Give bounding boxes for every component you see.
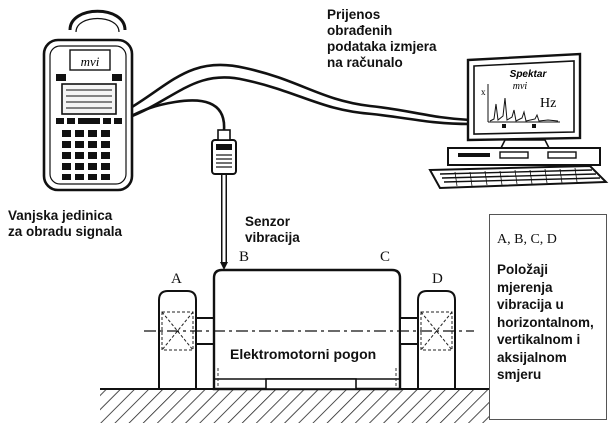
ground (100, 388, 490, 423)
point-d-label: D (432, 271, 443, 287)
legend-line: aksijalnom (497, 349, 567, 365)
external-unit-label: Vanjska jedinica za obradu signala (8, 208, 122, 240)
legend-line: vertikalnom i (497, 332, 581, 347)
motor-label: Elektromotorni pogon (230, 346, 377, 362)
bearing-a (158, 290, 197, 390)
vibration-sensor (211, 129, 237, 270)
transfer-label-line: na računalo (327, 55, 403, 70)
legend-heading: A, B, C, D (497, 232, 557, 247)
legend-text: Položaji mjerenja vibracija u horizontal… (497, 261, 594, 384)
transfer-label-line: Prijenos (327, 7, 381, 22)
monitor-title: Spektar (510, 69, 548, 80)
bearing-d (417, 290, 456, 390)
sensor-label-line: Senzor (245, 214, 291, 229)
signal-unit: mvi (42, 9, 134, 192)
sensor-label: Senzor vibracija (245, 214, 300, 246)
legend-line: Položaji (497, 262, 549, 277)
point-c-label: C (380, 249, 391, 265)
transfer-label-line: podataka izmjera (327, 39, 437, 54)
sensor-label-line: vibracija (245, 230, 300, 245)
external-unit-label-line: Vanjska jedinica (8, 208, 113, 223)
legend-line: vibracija u (497, 297, 564, 312)
legend-box: A, B, C, D Položaji mjerenja vibracija u… (489, 214, 607, 420)
legend-line: mjerenja (497, 279, 553, 295)
point-a-label: A (171, 271, 182, 287)
monitor-x-axis: Hz (540, 96, 556, 111)
transfer-label: Prijenos obrađenih podataka izmjera na r… (327, 7, 437, 71)
point-b-label: B (239, 249, 250, 265)
transfer-label-line: obrađenih (327, 23, 393, 38)
external-unit-label-line: za obradu signala (8, 224, 123, 239)
monitor-y-axis: x (481, 87, 486, 97)
legend-line: horizontalnom, (497, 314, 594, 330)
computer: Spektar mvi x Hz (428, 52, 609, 190)
monitor-brand: mvi (513, 81, 528, 92)
motor-body (212, 268, 402, 391)
legend-line: smjeru (497, 367, 542, 382)
spectrum-trace (489, 97, 559, 122)
cables (126, 63, 471, 131)
device-brand: mvi (81, 54, 100, 69)
